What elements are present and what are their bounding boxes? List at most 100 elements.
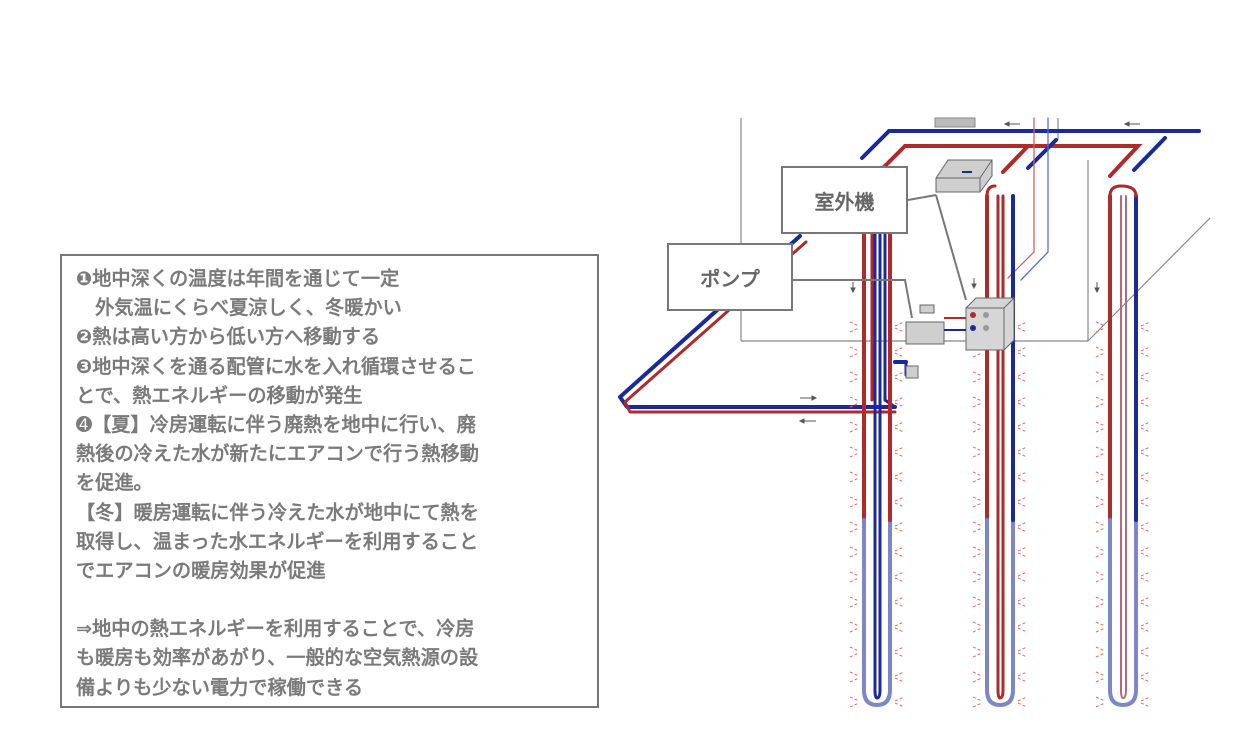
heat-tick (1140, 452, 1151, 458)
heat-tick (972, 596, 983, 602)
heat-tick (894, 496, 905, 502)
heat-tick (972, 602, 983, 608)
heat-tick (1017, 571, 1028, 577)
heat-tick (1140, 371, 1151, 377)
heat-tick (849, 327, 860, 333)
heat-tick (849, 521, 860, 527)
explanation-line: 外気温にくらべ夏涼しく、冬暖かい (76, 296, 402, 320)
heat-tick (894, 327, 905, 333)
heat-tick (849, 652, 860, 658)
heat-tick (1017, 371, 1028, 377)
heat-tick (849, 396, 860, 402)
heat-tick (1017, 402, 1028, 408)
heat-tick (1017, 446, 1028, 452)
heat-tick (894, 427, 905, 433)
heat-tick (1017, 627, 1028, 633)
heat-tick (1017, 321, 1028, 327)
heat-tick (972, 427, 983, 433)
heat-tick (1095, 471, 1106, 477)
ground-loop-1 (862, 184, 892, 708)
heat-tick (894, 477, 905, 483)
heat-tick (1140, 377, 1151, 383)
heat-tick (894, 352, 905, 358)
heat-tick (849, 646, 860, 652)
heat-tick (1095, 421, 1106, 427)
outdoor-unit-label: 室外機 (781, 166, 908, 234)
heat-tick (1017, 527, 1028, 533)
heat-tick (1140, 352, 1151, 358)
heat-tick (972, 371, 983, 377)
heat-tick (1017, 596, 1028, 602)
heat-tick (1140, 327, 1151, 333)
explanation-line: ➍【夏】冷房運転に伴う廃熱を地中に行い、廃 (76, 412, 476, 436)
heat-tick (849, 577, 860, 583)
heat-tick (894, 527, 905, 533)
heat-tick (1095, 446, 1106, 452)
heat-tick (972, 627, 983, 633)
heat-tick (1095, 346, 1106, 352)
heat-tick (849, 321, 860, 327)
heat-tick (972, 521, 983, 527)
heat-tick (894, 646, 905, 652)
heat-tick (1095, 452, 1106, 458)
heat-tick (972, 702, 983, 708)
heat-tick (1140, 521, 1151, 527)
explanation-line: とで、熱エネルギーの移動が発生 (76, 383, 363, 407)
heat-tick (1140, 427, 1151, 433)
heat-tick (1017, 377, 1028, 383)
indoor-unit (934, 117, 976, 128)
heat-tick (972, 446, 983, 452)
heat-tick (849, 502, 860, 508)
heat-tick (1017, 352, 1028, 358)
heat-tick (1095, 577, 1106, 583)
heat-tick (1017, 502, 1028, 508)
heat-tick (972, 452, 983, 458)
heat-tick (894, 577, 905, 583)
heat-tick (894, 421, 905, 427)
heat-tick (1017, 652, 1028, 658)
heat-tick (894, 596, 905, 602)
heat-tick (894, 402, 905, 408)
heat-tick (894, 471, 905, 477)
heat-tick (1140, 602, 1151, 608)
heat-tick (1140, 396, 1151, 402)
heat-tick (849, 496, 860, 502)
heat-tick (1017, 427, 1028, 433)
heat-tick (1140, 527, 1151, 533)
heat-tick (1017, 702, 1028, 708)
heat-tick (849, 371, 860, 377)
heat-tick (1140, 471, 1151, 477)
heat-tick (849, 352, 860, 358)
heat-tick (849, 696, 860, 702)
heat-tick (1095, 571, 1106, 577)
heat-tick (1095, 627, 1106, 633)
ground-loop-3 (1108, 184, 1138, 708)
heat-tick (1095, 527, 1106, 533)
heat-tick (1017, 602, 1028, 608)
heat-tick (1017, 452, 1028, 458)
heat-tick (894, 371, 905, 377)
heat-tick (1095, 552, 1106, 558)
heat-tick (972, 546, 983, 552)
heat-tick (1140, 571, 1151, 577)
explanation-line: 【冬】暖房運転に伴う冷えた水が地中にて熱を (76, 500, 479, 524)
heat-tick (1017, 577, 1028, 583)
heat-tick (1095, 371, 1106, 377)
heat-tick (849, 446, 860, 452)
explanation-line: を促進。 (76, 471, 153, 495)
heat-tick (1140, 496, 1151, 502)
heat-tick (1140, 552, 1151, 558)
heat-tick (1140, 502, 1151, 508)
heat-tick (972, 402, 983, 408)
heat-tick (1017, 421, 1028, 427)
ground-loop-2 (985, 184, 1015, 708)
heat-tick (894, 677, 905, 683)
heat-tick (1017, 477, 1028, 483)
heat-tick (849, 471, 860, 477)
heat-tick (1140, 627, 1151, 633)
heat-tick (1095, 352, 1106, 358)
heat-tick (1140, 677, 1151, 683)
heat-tick (1017, 471, 1028, 477)
